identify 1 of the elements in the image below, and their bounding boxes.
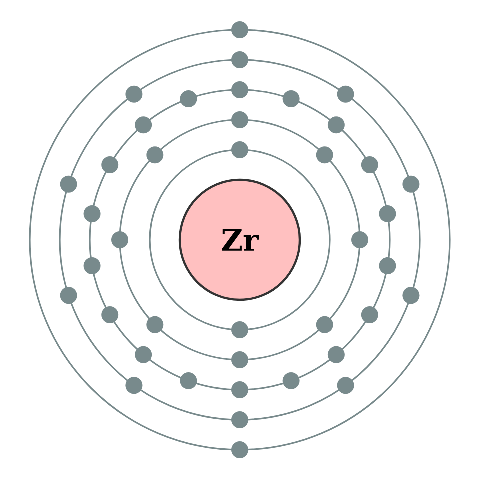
nucleus: Zr — [178, 178, 302, 302]
